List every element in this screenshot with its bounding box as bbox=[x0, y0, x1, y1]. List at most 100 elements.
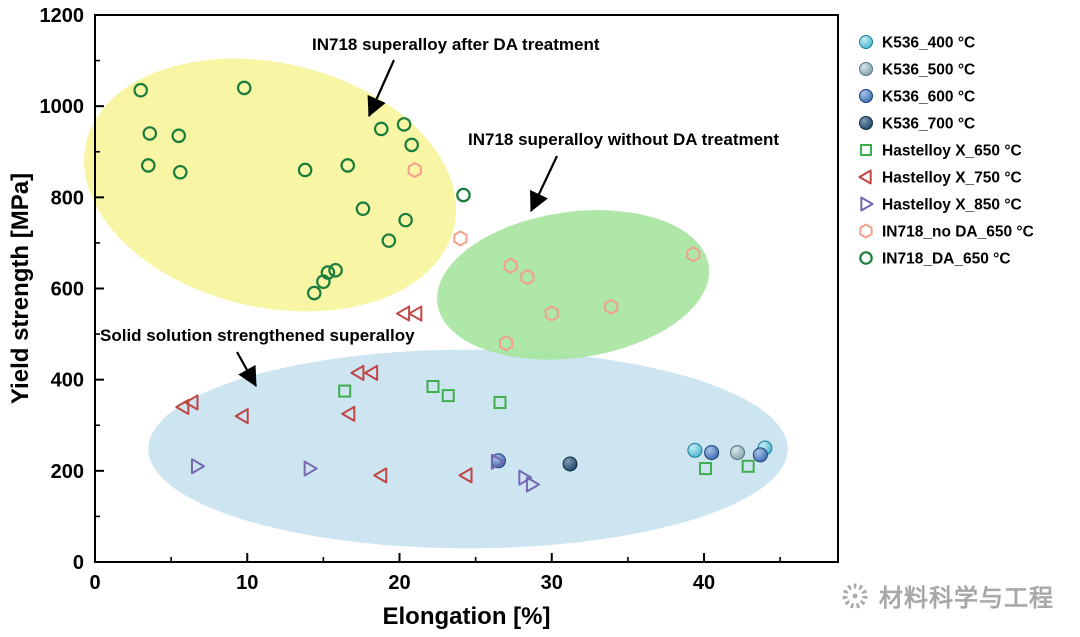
data-point-triangle-left bbox=[408, 305, 423, 322]
data-point-sphere bbox=[859, 35, 873, 49]
annotation-arrow bbox=[236, 351, 257, 387]
data-point-circle bbox=[171, 128, 187, 144]
data-point-hexagon bbox=[604, 298, 619, 315]
annotation-text: IN718 superalloy after DA treatment bbox=[312, 35, 600, 54]
legend-label: Hastelloy X_850 °C bbox=[882, 197, 1022, 214]
data-point-square bbox=[741, 459, 755, 473]
data-point-hexagon bbox=[544, 305, 559, 322]
data-point-hexagon bbox=[503, 257, 518, 274]
series-hastelloy-x-850-c bbox=[190, 453, 540, 493]
logo-center-dot bbox=[852, 593, 858, 598]
y-tick-label: 800 bbox=[51, 187, 84, 209]
data-point-circle bbox=[373, 121, 389, 137]
data-point-hexagon bbox=[859, 223, 873, 239]
data-point-triangle-left bbox=[396, 305, 411, 322]
annotation-1: IN718 superalloy without DA treatment bbox=[468, 130, 779, 212]
legend-item: IN718_DA_650 °C bbox=[859, 251, 1011, 268]
logo-dotted-ring bbox=[842, 583, 868, 608]
data-point-sphere bbox=[859, 62, 873, 76]
data-point-circle bbox=[859, 251, 873, 265]
y-tick-label: 0 bbox=[73, 552, 84, 574]
data-point-circle bbox=[133, 82, 148, 98]
data-point-sphere bbox=[704, 445, 720, 461]
series-in718-no-da-650-c bbox=[407, 161, 701, 352]
data-point-circle bbox=[340, 158, 356, 173]
legend-label: Hastelloy X_750 °C bbox=[882, 170, 1022, 187]
series-k536-500-c bbox=[730, 445, 746, 461]
data-point-hexagon bbox=[407, 161, 422, 178]
x-tick-label: 0 bbox=[89, 572, 100, 594]
data-point-triangle-right bbox=[490, 453, 505, 470]
data-point-circle bbox=[297, 162, 313, 178]
data-point-circle bbox=[142, 126, 158, 141]
data-point-square bbox=[493, 395, 507, 409]
data-point-triangle-right bbox=[860, 196, 874, 212]
series-hastelloy-x-750-c bbox=[175, 305, 473, 484]
region-solid-solution-strengthened bbox=[148, 349, 788, 549]
legend-item: K536_400 °C bbox=[859, 35, 975, 52]
annotation-arrow bbox=[367, 59, 396, 118]
data-point-sphere bbox=[752, 447, 768, 463]
legend-label: K536_600 °C bbox=[882, 89, 975, 106]
x-tick-label: 30 bbox=[541, 572, 563, 594]
y-tick-label: 1000 bbox=[40, 96, 85, 118]
watermark-text: 材料科学与工程 bbox=[879, 585, 1054, 612]
y-tick-label: 1200 bbox=[40, 5, 85, 27]
y-tick-label: 200 bbox=[51, 461, 84, 483]
data-point-hexagon bbox=[686, 246, 701, 263]
legend-item: IN718_no DA_650 °C bbox=[859, 223, 1034, 241]
data-point-circle bbox=[140, 158, 156, 173]
data-point-sphere bbox=[687, 442, 703, 458]
legend-item: K536_700 °C bbox=[859, 116, 975, 133]
legend-item: Hastelloy X_750 °C bbox=[858, 169, 1022, 187]
watermark-logo-icon bbox=[842, 583, 868, 608]
data-point-triangle-left bbox=[373, 467, 388, 484]
data-point-sphere bbox=[859, 116, 873, 130]
series-hastelloy-x-650-c bbox=[338, 380, 755, 476]
legend-label: K536_500 °C bbox=[882, 62, 975, 79]
data-point-triangle-left bbox=[184, 394, 199, 411]
series-k536-700-c bbox=[562, 456, 578, 472]
data-point-circle bbox=[404, 137, 419, 153]
data-point-triangle-left bbox=[341, 405, 356, 422]
annotation-text: IN718 superalloy without DA treatment bbox=[468, 130, 779, 149]
legend-item: K536_500 °C bbox=[859, 62, 975, 79]
data-point-hexagon bbox=[520, 269, 535, 286]
data-point-square bbox=[338, 384, 352, 398]
data-point-triangle-right bbox=[525, 476, 540, 493]
annotation-arrow bbox=[530, 155, 558, 212]
legend-item: K536_600 °C bbox=[859, 89, 975, 106]
y-tick-label: 400 bbox=[51, 370, 84, 392]
data-point-circle bbox=[306, 285, 322, 301]
data-point-hexagon bbox=[499, 335, 514, 352]
data-point-circle bbox=[456, 187, 471, 203]
data-point-square bbox=[699, 462, 713, 476]
legend-label: IN718_no DA_650 °C bbox=[882, 224, 1034, 241]
data-point-circle bbox=[396, 117, 412, 132]
series-in718-da-650-c bbox=[133, 80, 471, 301]
legend-item: Hastelloy X_850 °C bbox=[860, 196, 1022, 214]
data-point-circle bbox=[398, 212, 413, 228]
annotation-text: Solid solution strengthened superalloy bbox=[100, 326, 415, 345]
legend-label: IN718_DA_650 °C bbox=[882, 251, 1011, 268]
annotation-0: IN718 superalloy after DA treatment bbox=[312, 35, 600, 118]
data-point-circle bbox=[328, 262, 343, 278]
x-tick-label: 10 bbox=[236, 572, 258, 594]
annotation-2: Solid solution strengthened superalloy bbox=[100, 326, 415, 387]
region-in718-without-da bbox=[437, 210, 710, 360]
legend-label: K536_400 °C bbox=[882, 35, 975, 52]
data-point-triangle-left bbox=[350, 364, 365, 381]
data-point-sphere bbox=[562, 456, 578, 472]
x-tick-label: 40 bbox=[693, 572, 715, 594]
y-axis-title: Yield strength [MPa] bbox=[7, 173, 34, 404]
data-point-triangle-right bbox=[518, 469, 533, 486]
data-point-triangle-right bbox=[190, 458, 206, 475]
data-point-square bbox=[860, 144, 872, 156]
series-k536-600-c bbox=[490, 445, 768, 469]
y-tick-label: 600 bbox=[51, 279, 84, 301]
legend-item: Hastelloy X_650 °C bbox=[860, 143, 1022, 160]
region-in718-after-da bbox=[84, 58, 457, 312]
